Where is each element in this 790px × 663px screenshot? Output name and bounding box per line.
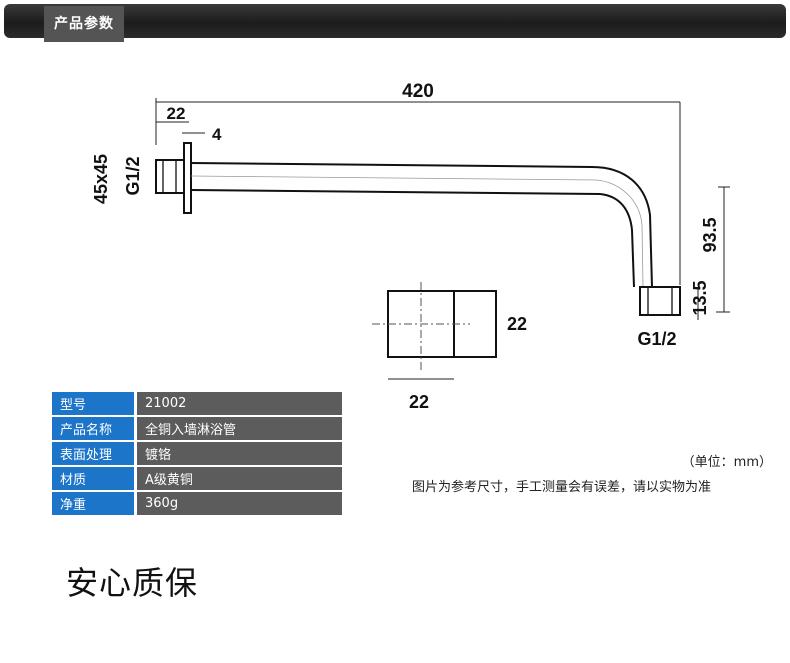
spec-value-product-name: 全铜入墙淋浴管 [137,417,342,440]
arm-pipe-bottom-edge [190,189,635,288]
outlet-fitting [639,286,681,316]
flange-size-label: 45x45 [91,154,111,204]
measurement-disclaimer: 图片为参考尺寸，手工测量会有误差，请以实物为准 [412,480,712,495]
table-row: 材质 A级黄铜 [52,467,342,490]
spec-label-material: 材质 [52,467,134,490]
drop-height-label: 93.5 [700,217,720,252]
spec-label-surface: 表面处理 [52,442,134,465]
outlet-height-label: 13.5 [690,280,710,315]
wall-flange [183,142,192,214]
spec-label-product-name: 产品名称 [52,417,134,440]
spec-label-model: 型号 [52,392,134,415]
spec-value-material: A级黄铜 [137,467,342,490]
table-row: 净重 360g [52,492,342,515]
table-row: 表面处理 镀铬 [52,442,342,465]
spec-value-surface: 镀铬 [137,442,342,465]
spec-value-weight: 360g [137,492,342,515]
table-row: 型号 21002 [52,392,342,415]
table-row: 产品名称 全铜入墙淋浴管 [52,417,342,440]
flange-width-label: 22 [167,104,186,123]
section-header-bar: 产品参数 [4,4,786,42]
flange-thickness-label: 4 [212,125,222,144]
inlet-fitting [155,159,185,194]
quality-slogan: 安心质保 [66,564,199,602]
arm-pipe-top-edge [190,162,653,288]
unit-note: （单位：mm） [681,455,772,470]
section-width-label: 22 [409,392,429,412]
outlet-thread-label: G1/2 [637,329,676,349]
arm-pipe-centerline [190,175,644,288]
section-height-label: 22 [507,314,527,334]
section-depth-rect [453,290,497,358]
section-title: 产品参数 [44,6,124,42]
total-length-label: 420 [402,81,434,102]
spec-label-weight: 净重 [52,492,134,515]
inlet-thread-label: G1/2 [123,156,143,195]
spec-value-model: 21002 [137,392,342,415]
spec-table: 型号 21002 产品名称 全铜入墙淋浴管 表面处理 镀铬 材质 A级黄铜 净重… [52,390,342,517]
